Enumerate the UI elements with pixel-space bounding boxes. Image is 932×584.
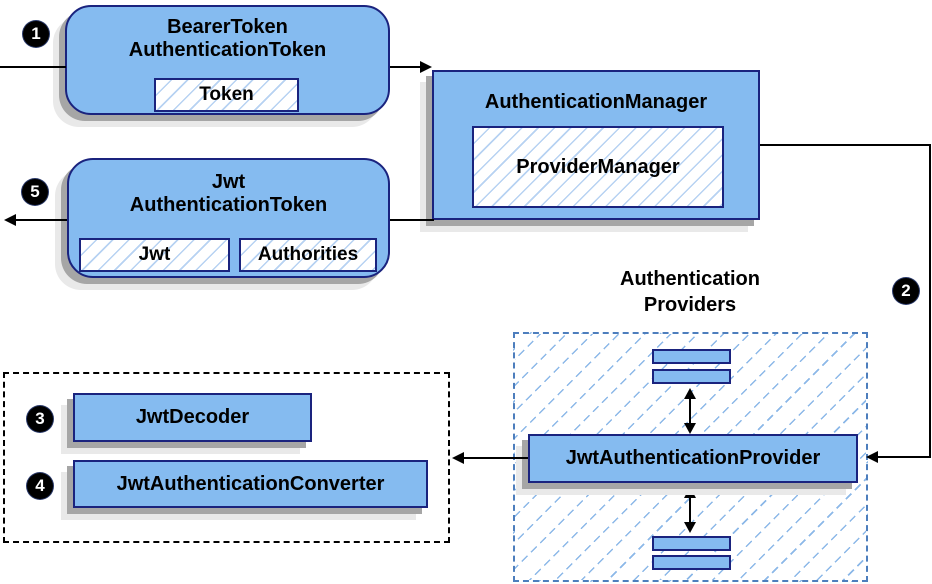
- authentication-manager-node: AuthenticationManager ProviderManager: [432, 70, 760, 220]
- authentication-providers-title-line2: Providers: [643, 294, 737, 316]
- authorities-field-label: Authorities: [257, 244, 359, 265]
- provider-manager-field: ProviderManager: [472, 126, 724, 208]
- authentication-providers-title-line1: Authentication: [620, 268, 760, 290]
- jwt-authentication-provider-label: JwtAuthenticationProvider: [565, 447, 821, 469]
- edge-incoming-request: [0, 66, 66, 68]
- jwt-field-label: Jwt: [138, 244, 171, 265]
- authorities-field: Authorities: [239, 238, 377, 272]
- bearer-token-title-line1: BearerToken: [167, 16, 288, 38]
- jwt-token-title-line1: Jwt: [211, 171, 246, 193]
- edge-provider-to-decoder-group: [462, 457, 528, 459]
- double-arrow-bottom-down-head: [684, 522, 696, 533]
- jwt-authentication-converter-label: JwtAuthenticationConverter: [116, 472, 385, 495]
- provider-manager-label: ProviderManager: [516, 155, 680, 178]
- arrow-into-authentication-manager: [420, 61, 432, 73]
- double-arrow-top-down-head: [684, 423, 696, 434]
- double-arrow-top-line: [689, 397, 691, 425]
- double-arrow-bottom-up-head: [684, 487, 696, 498]
- arrow-into-decoder-group: [452, 452, 464, 464]
- double-arrow-bottom-line: [689, 496, 691, 524]
- authentication-manager-title: AuthenticationManager: [484, 91, 708, 113]
- bearer-token-title-line2: AuthenticationToken: [128, 39, 327, 61]
- edge-manager-to-jwt-token: [390, 219, 434, 221]
- step-4-number: 4: [35, 476, 45, 495]
- step-4-badge: 4: [27, 473, 53, 499]
- step-3-badge: 3: [27, 406, 53, 432]
- bearer-token-authentication-token-node: BearerToken AuthenticationToken Token: [65, 5, 390, 115]
- step-1-badge: 1: [23, 21, 49, 47]
- step-5-number: 5: [30, 182, 40, 201]
- jwt-authentication-provider-node: JwtAuthenticationProvider: [528, 434, 858, 483]
- provider-placeholder-rect: [652, 349, 731, 364]
- double-arrow-top-up-head: [684, 388, 696, 399]
- token-field: Token: [154, 78, 299, 112]
- step-2-number: 2: [901, 281, 911, 300]
- jwt-token-title-line2: AuthenticationToken: [129, 194, 328, 216]
- step-3-number: 3: [35, 409, 45, 428]
- step-5-badge: 5: [22, 179, 48, 205]
- token-field-label: Token: [199, 84, 254, 105]
- edge-jwt-token-out: [14, 219, 67, 221]
- jwt-authentication-converter-node: JwtAuthenticationConverter: [73, 460, 428, 508]
- arrow-into-jwt-provider: [866, 451, 878, 463]
- jwt-decoder-label: JwtDecoder: [135, 406, 250, 428]
- provider-placeholder-rect: [652, 555, 731, 570]
- edge-bearer-to-manager: [390, 66, 422, 68]
- jwt-decoder-node: JwtDecoder: [73, 393, 312, 442]
- provider-placeholder-rect: [652, 369, 731, 384]
- jwt-authentication-token-node: Jwt AuthenticationToken Jwt Authorities: [67, 158, 390, 278]
- edge-manager-right: [760, 144, 931, 146]
- step-2-badge: 2: [893, 278, 919, 304]
- edge-right-vertical: [929, 144, 931, 458]
- edge-into-provider: [876, 456, 930, 458]
- arrow-result-out: [4, 214, 16, 226]
- jwt-field: Jwt: [79, 238, 230, 272]
- provider-placeholder-rect: [652, 536, 731, 551]
- step-1-number: 1: [31, 24, 41, 43]
- authentication-providers-title: Authentication Providers: [558, 266, 822, 318]
